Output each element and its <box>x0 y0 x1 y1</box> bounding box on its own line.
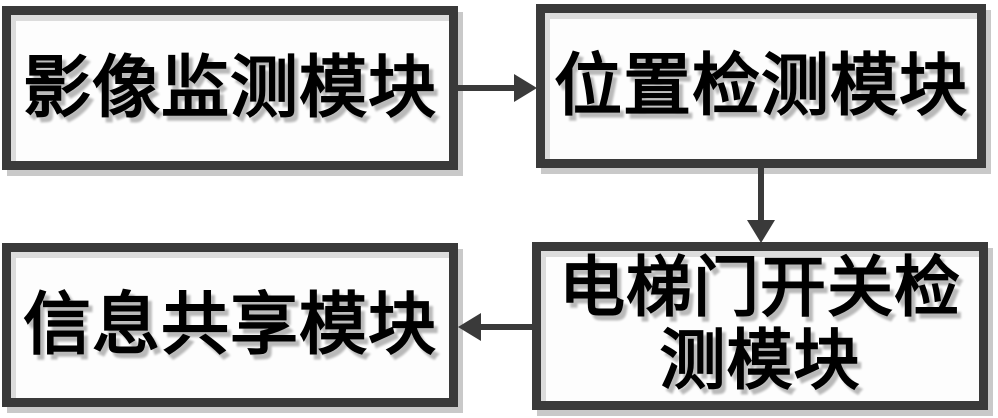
arrow-door-to-sharing-line <box>478 324 532 330</box>
arrow-position-to-door-line <box>758 168 764 222</box>
node-label: 信息共享模块 <box>22 286 437 363</box>
node-label: 影像监测模块 <box>22 49 437 126</box>
node-position-detection-module: 位置检测模块 <box>536 4 986 168</box>
node-information-sharing-module: 信息共享模块 <box>2 243 458 407</box>
arrow-image-to-position-line <box>458 85 516 91</box>
node-label-line-1: 电梯门开关检 <box>559 252 961 326</box>
node-label: 电梯门开关检 测模块 <box>559 253 961 398</box>
node-label: 位置检测模块 <box>553 47 968 124</box>
arrow-left-icon <box>458 313 481 341</box>
node-image-monitoring-module: 影像监测模块 <box>2 6 458 170</box>
arrow-down-icon <box>747 220 775 243</box>
arrow-right-icon <box>514 74 537 102</box>
node-label-line-2: 测模块 <box>659 325 861 398</box>
node-elevator-door-switch-detection-module: 电梯门开关检 测模块 <box>532 242 988 410</box>
